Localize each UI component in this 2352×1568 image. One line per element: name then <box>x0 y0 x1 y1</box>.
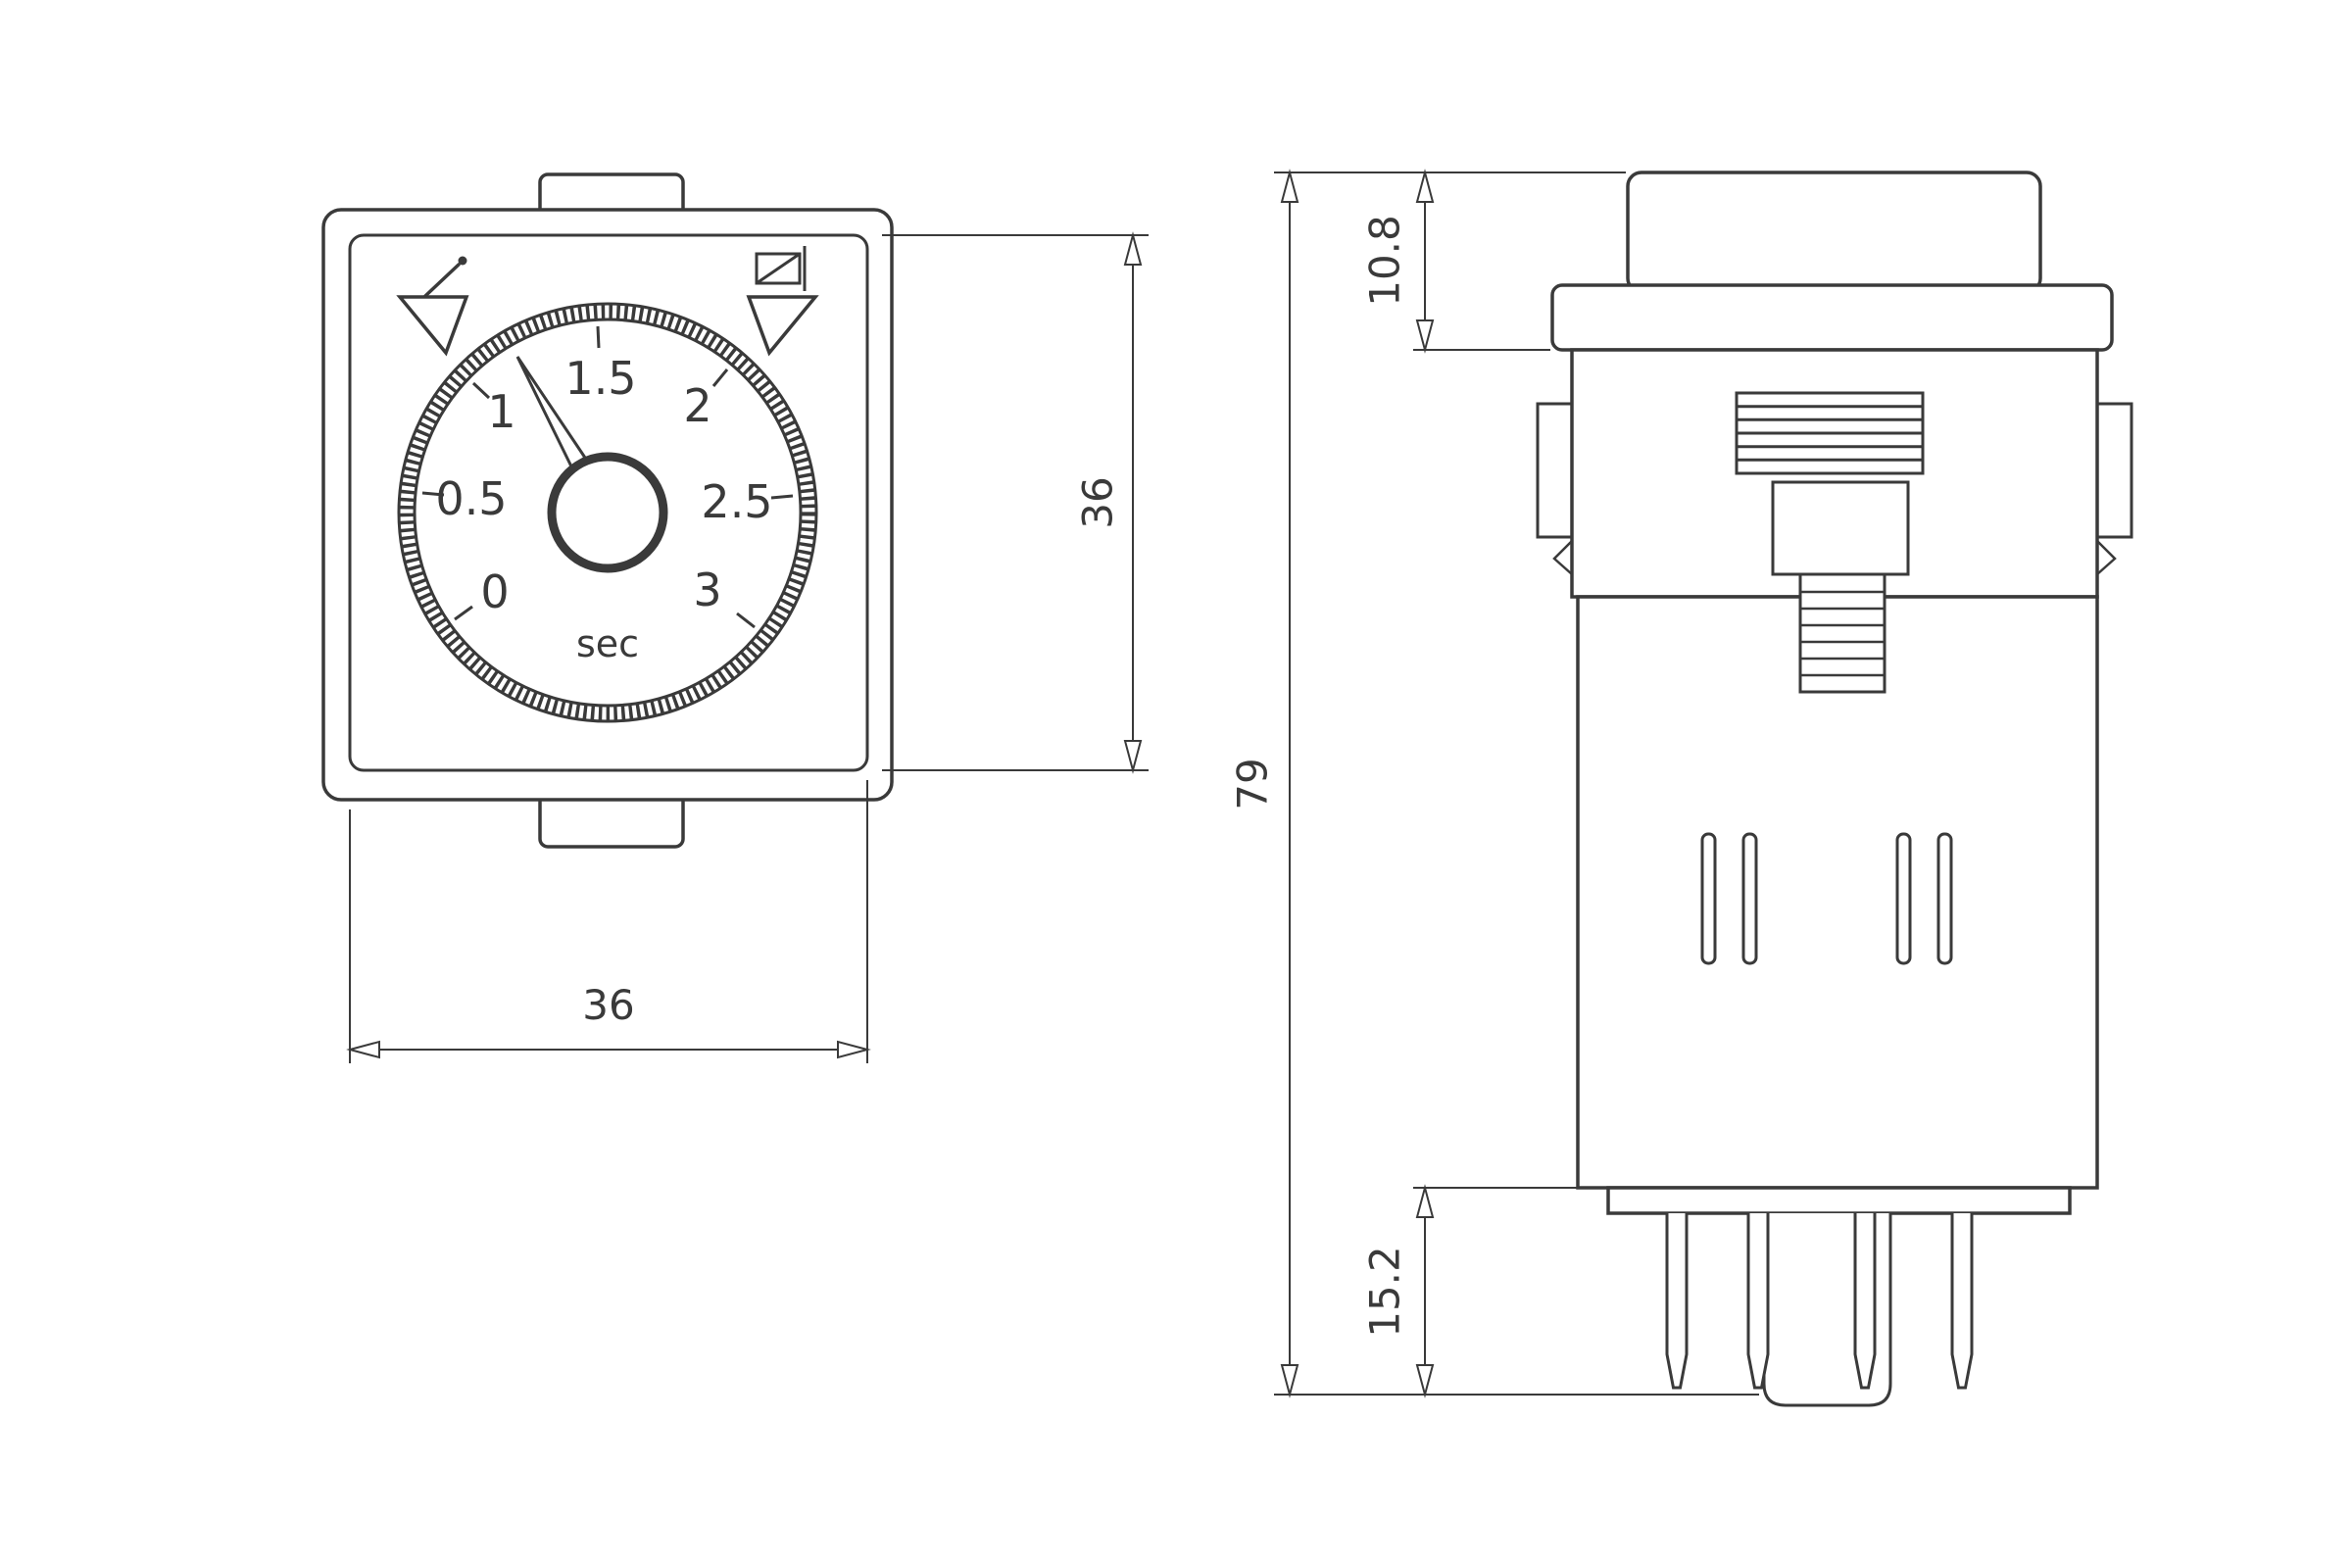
dial-ticks <box>421 325 794 629</box>
dim-label-head-height: 10.8 <box>1361 215 1409 307</box>
dim-arrow-up <box>1415 169 1435 203</box>
dial-tick <box>770 494 794 500</box>
dial-label-2-5: 2.5 <box>701 475 772 528</box>
dimensions: 36 36 79 10.8 15.2 <box>346 169 1759 1398</box>
dial-label-0: 0 <box>480 565 509 618</box>
dim-arrow-down <box>1123 740 1143 774</box>
dim-label-front-height: 36 <box>1074 476 1122 528</box>
dial-knob <box>547 452 668 573</box>
dim-label-pin-length: 15.2 <box>1361 1246 1409 1338</box>
vent-slot <box>1936 832 1953 965</box>
relay-contact-icon <box>755 246 807 291</box>
relay-contact-diagonal <box>756 252 801 285</box>
threaded-stem <box>1798 572 1886 694</box>
push-button-head <box>1626 171 2042 294</box>
dim-label-front-width: 36 <box>582 981 634 1029</box>
front-bottom-tab <box>538 792 685 849</box>
dial-label-0-5: 0.5 <box>435 472 507 525</box>
latch-spring-right <box>2096 540 2117 575</box>
connector-pins <box>1665 1213 1974 1390</box>
dial-label-2: 2 <box>683 379 711 432</box>
setting-needle-icon <box>423 256 467 298</box>
dim-arrow-left <box>346 1040 380 1059</box>
front-view: 0 0.5 1 1.5 2 2.5 3 sec <box>321 172 894 849</box>
pointer-triangle-left-icon <box>396 295 469 357</box>
dim-arrow-up <box>1123 231 1143 266</box>
connector-pin <box>1950 1213 1974 1390</box>
dial-label-1: 1 <box>487 385 515 438</box>
mounting-clip-left <box>1536 402 1574 539</box>
mounting-clip-right <box>2095 402 2133 539</box>
dial-tick <box>471 381 491 400</box>
vent-slots <box>1700 832 1953 965</box>
dim-arrow-down <box>1415 319 1435 354</box>
relay-contact-box <box>755 252 802 285</box>
dim-arrow-down <box>1280 1364 1299 1398</box>
mounting-flange <box>1550 283 2114 352</box>
dial-unit-label: sec <box>576 622 639 665</box>
dim-arrow-up <box>1415 1184 1435 1218</box>
dial-label-3: 3 <box>693 564 721 616</box>
dial-label-1-5: 1.5 <box>564 352 636 405</box>
dim-label-overall-height: 79 <box>1229 758 1277 809</box>
dim-arrow-down <box>1415 1364 1435 1398</box>
latch-spring-left <box>1552 540 1573 575</box>
needle-dot <box>458 256 467 266</box>
dial-tick <box>454 605 473 621</box>
vent-slot <box>1741 832 1758 965</box>
dim-arrow-up <box>1280 169 1299 203</box>
pointer-triangle-right-icon <box>746 295 819 357</box>
dial-tick <box>711 368 729 387</box>
side-view <box>1536 171 2133 1407</box>
connector-pin <box>1665 1213 1689 1390</box>
rib-block <box>1735 391 1925 475</box>
base-plate <box>1606 1186 2072 1215</box>
connector-pin <box>1853 1213 1877 1390</box>
lower-housing <box>1576 595 2099 1190</box>
dim-arrow-right <box>837 1040 871 1059</box>
vent-slot <box>1895 832 1912 965</box>
needle-line <box>423 263 461 298</box>
connector-pin <box>1746 1213 1770 1390</box>
dial-tick <box>736 612 756 629</box>
dial-knurl-teeth <box>399 304 816 721</box>
vent-slot <box>1700 832 1717 965</box>
center-boss <box>1771 480 1910 576</box>
dial-tick <box>596 325 601 349</box>
dial-tick <box>421 491 445 497</box>
stem-outline <box>1798 572 1886 694</box>
